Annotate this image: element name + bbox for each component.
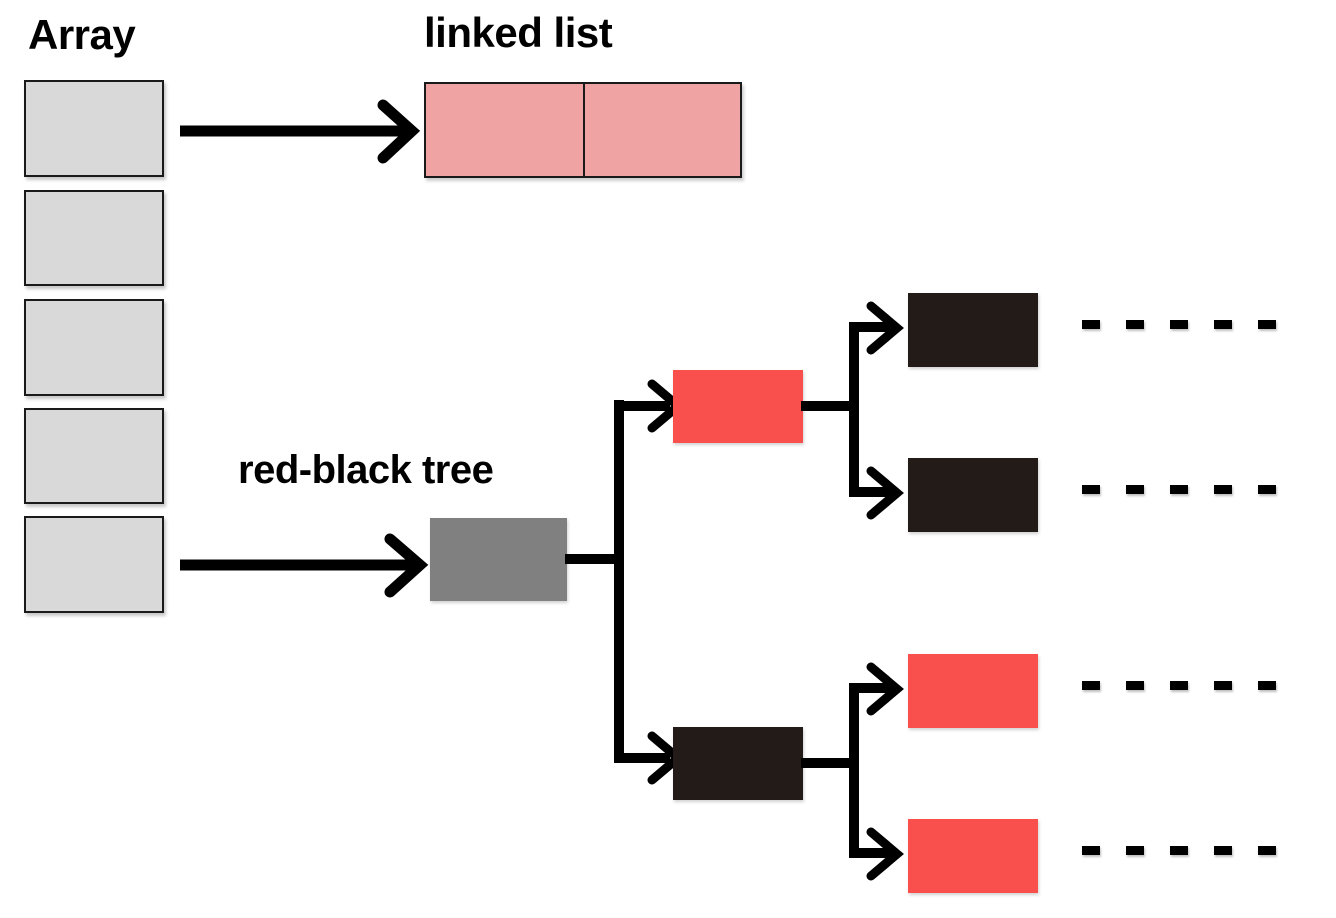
continuation-dashes-lr [1082,485,1296,494]
continuation-dashes-ll [1082,320,1296,329]
edge-left-stub [801,401,857,411]
edge-left-to-lr-horizontal [849,487,893,497]
edge-root-stub [565,554,623,564]
array-cell-1[interactable] [24,190,164,286]
array-cell-2[interactable] [24,299,164,396]
tree-node-rr-red[interactable] [908,819,1038,893]
linked-list-node-divider [583,84,585,176]
tree-node-lr-black[interactable] [908,458,1038,532]
array-cell-0[interactable] [24,80,164,177]
red-black-tree-title-label: red-black tree [238,448,494,492]
edge-right-to-rr-horizontal [849,848,893,858]
linked-list-node[interactable] [424,82,742,178]
edge-root-to-right-horizontal [614,753,670,763]
edge-right-trunk [849,683,859,858]
continuation-dashes-rl [1082,681,1296,690]
array-cell-4[interactable] [24,516,164,613]
arrowhead-right-to-rr [866,827,904,881]
tree-node-root[interactable] [430,518,567,601]
linked-list-title-label: linked list [424,9,613,56]
edge-left-trunk [849,322,859,497]
tree-node-left-red[interactable] [673,370,803,443]
arrowhead-left-to-lr [866,466,904,520]
edge-right-stub [801,758,857,768]
arrowhead-right-to-rl [866,662,904,716]
array-cell-3[interactable] [24,408,164,504]
array-title-label: Array [28,11,136,58]
arrow-array-to-linked-list [180,99,421,164]
continuation-dashes-rr [1082,846,1296,855]
edge-left-to-ll-horizontal [849,322,893,332]
tree-node-rl-red[interactable] [908,654,1038,728]
arrow-array-to-tree-root [180,533,429,598]
edge-root-trunk [614,400,624,760]
edge-root-to-left-horizontal [614,401,670,411]
arrowhead-left-to-ll [866,301,904,355]
tree-node-right-black[interactable] [673,727,803,800]
edge-right-to-rl-horizontal [849,683,893,693]
tree-node-ll-black[interactable] [908,293,1038,367]
